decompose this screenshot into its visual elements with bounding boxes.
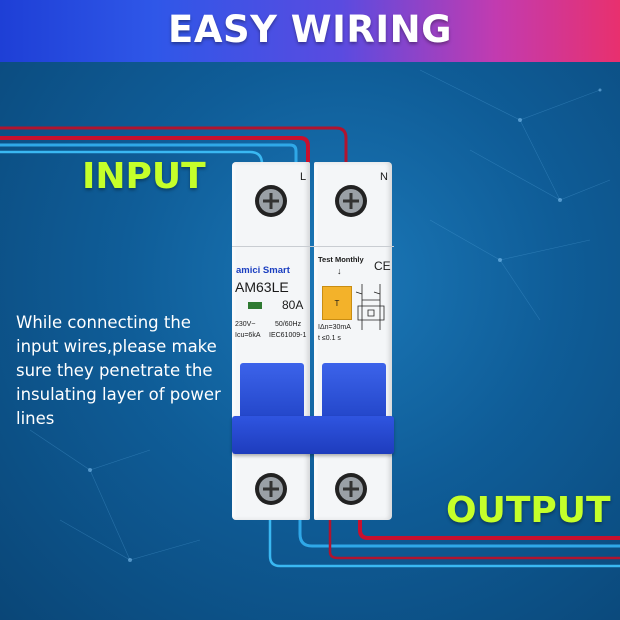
wiring-schematic-icon <box>355 284 385 330</box>
down-arrow-icon: ↓ <box>337 266 342 276</box>
note-line: insulating layer of power <box>16 385 221 404</box>
wiring-note: While connecting the input wires,please … <box>16 311 231 431</box>
residual-current: IΔn=30mA <box>318 324 351 331</box>
header-banner: EASY WIRING <box>0 0 620 62</box>
top-left-screw-icon <box>255 185 287 217</box>
circuit-breaker: L N amici Smart AM63LE 80A 230V~ 50/60Hz… <box>232 162 394 520</box>
right-toggle-handle[interactable] <box>322 363 386 421</box>
breaker-pole-left <box>232 162 310 520</box>
pole-right-letter: N <box>380 171 388 183</box>
frequency: 50/60Hz <box>275 321 302 328</box>
breaker-pole-right <box>314 162 392 520</box>
test-monthly-label: Test Monthly <box>318 255 364 264</box>
note-line: sure they penetrate the <box>16 361 213 380</box>
test-button-label: T <box>334 298 340 308</box>
face-divider <box>232 246 394 247</box>
model-number: AM63LE <box>235 279 289 295</box>
input-label: INPUT <box>82 156 206 197</box>
top-right-screw-icon <box>335 185 367 217</box>
output-label: OUTPUT <box>446 490 611 531</box>
standard: IEC61009-1 <box>269 332 307 339</box>
bottom-left-screw-icon <box>255 473 287 505</box>
brand-logo: amici Smart <box>236 265 290 276</box>
status-indicator <box>248 302 262 309</box>
handle-tie-bar[interactable] <box>232 416 394 454</box>
note-line: input wires,please make <box>16 337 217 356</box>
ce-mark: CE <box>374 259 391 273</box>
rated-current: 80A <box>282 298 304 312</box>
rated-voltage: 230V~ <box>235 321 256 328</box>
trip-time: t ≤0.1 s <box>318 335 341 342</box>
banner-title: EASY WIRING <box>168 8 452 51</box>
breaking-capacity: Icu=6kA <box>235 332 261 339</box>
left-toggle-handle[interactable] <box>240 363 304 421</box>
bottom-right-screw-icon <box>335 473 367 505</box>
note-line: lines <box>16 409 55 428</box>
note-line: While connecting the <box>16 313 191 332</box>
test-button[interactable]: T <box>322 286 352 320</box>
pole-left-letter: L <box>300 171 307 183</box>
